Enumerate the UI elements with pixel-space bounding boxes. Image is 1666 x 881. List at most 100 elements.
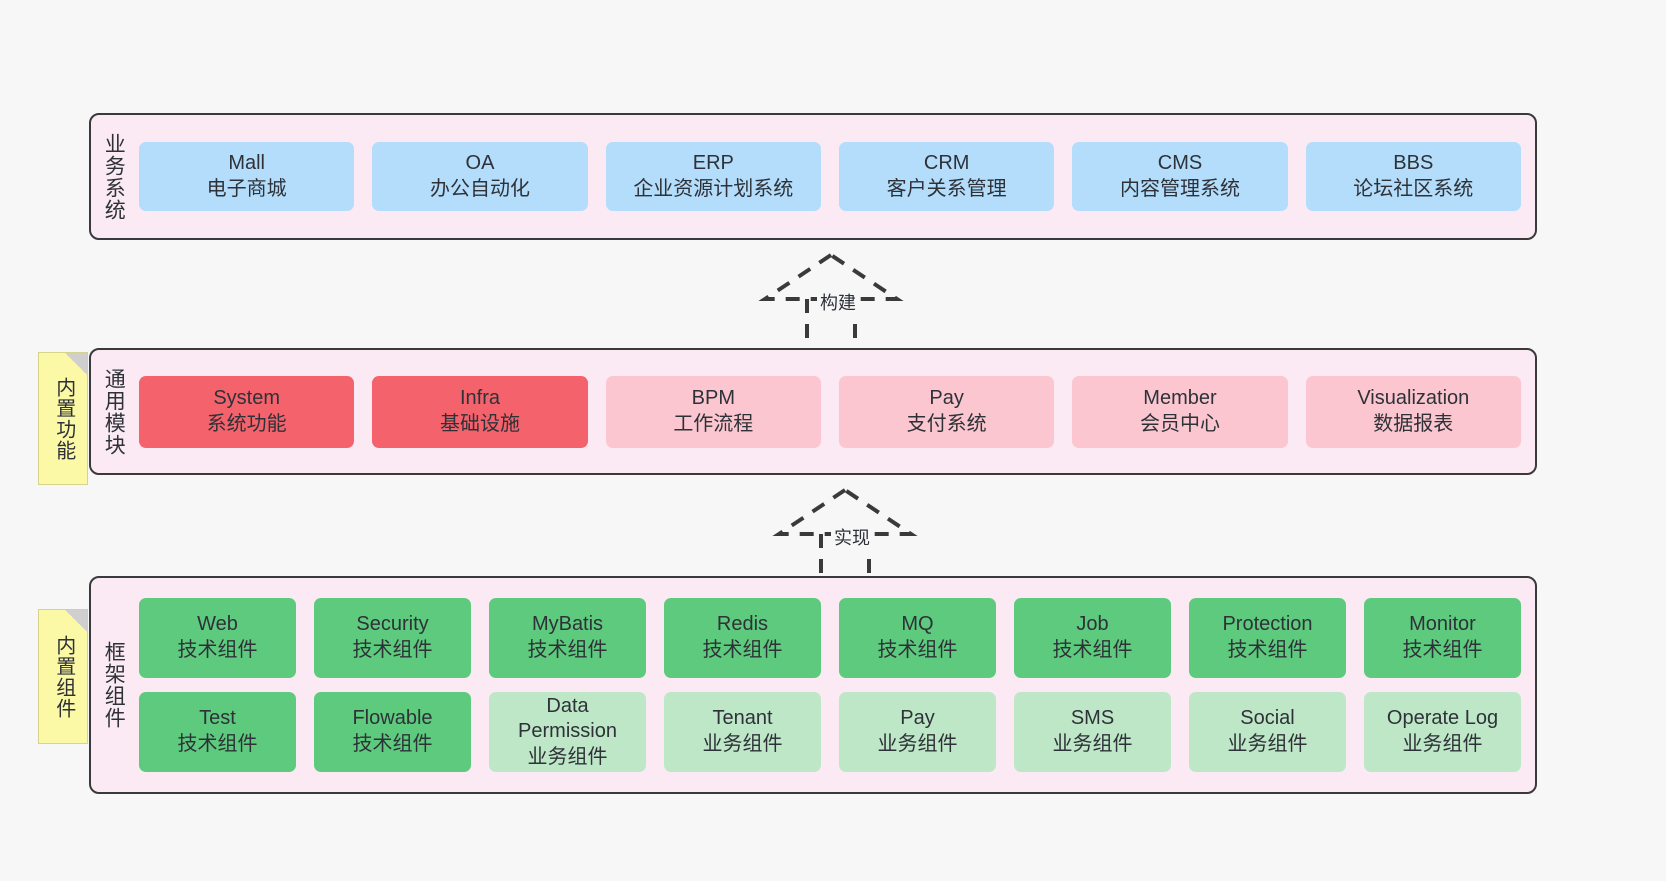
node-tenant[interactable]: Tenant 业务组件 bbox=[664, 692, 821, 772]
node-redis[interactable]: Redis 技术组件 bbox=[664, 598, 821, 678]
note-label: 内置组件 bbox=[52, 634, 75, 719]
node-bpm[interactable]: BPM 工作流程 bbox=[605, 375, 821, 448]
layer-title-common-module: 通用模块 bbox=[102, 367, 126, 456]
node-label-en: Pay bbox=[900, 707, 935, 730]
node-social[interactable]: Social 业务组件 bbox=[1189, 692, 1346, 772]
node-erp[interactable]: ERP 企业资源计划系统 bbox=[605, 142, 821, 211]
node-label-en: Tenant bbox=[712, 707, 773, 730]
node-sms[interactable]: SMS 业务组件 bbox=[1014, 692, 1171, 772]
node-label-cn: 技术组件 bbox=[352, 639, 433, 661]
connector-build: 构建 bbox=[757, 249, 905, 344]
connector-label-implement: 实现 bbox=[831, 524, 873, 550]
node-label-en: SMS bbox=[1070, 707, 1115, 730]
node-label-en: Data Permission bbox=[518, 694, 617, 743]
node-member[interactable]: Member 会员中心 bbox=[1072, 375, 1288, 448]
node-label-cn: 企业资源计划系统 bbox=[633, 177, 794, 200]
node-label-cn: 技术组件 bbox=[1052, 639, 1133, 661]
node-label-en: ERP bbox=[692, 151, 734, 174]
node-row: System 系统功能 Infra 基础设施 BPM 工作流程 Pay 支付系统… bbox=[139, 375, 1521, 448]
node-row: Test 技术组件 Flowable 技术组件 Data Permission … bbox=[139, 692, 1521, 772]
node-label-en: Redis bbox=[716, 613, 769, 636]
node-label-en: Social bbox=[1240, 707, 1295, 730]
node-security[interactable]: Security 技术组件 bbox=[314, 598, 471, 678]
node-pay[interactable]: Pay 支付系统 bbox=[838, 375, 1055, 448]
node-label-cn: 支付系统 bbox=[906, 412, 987, 435]
node-row: Web 技术组件 Security 技术组件 MyBatis 技术组件 Redi… bbox=[139, 598, 1521, 678]
node-label-en: CMS bbox=[1157, 151, 1203, 174]
note-label: 内置功能 bbox=[52, 376, 75, 461]
node-label-en: Visualization bbox=[1357, 386, 1470, 409]
node-label-cn: 业务组件 bbox=[1052, 733, 1133, 755]
node-label-en: Operate Log bbox=[1386, 707, 1499, 730]
node-label-cn: 技术组件 bbox=[1227, 639, 1308, 661]
connector-implement: 实现 bbox=[771, 484, 919, 579]
node-cms[interactable]: CMS 内容管理系统 bbox=[1072, 142, 1288, 211]
node-label-cn: 技术组件 bbox=[352, 733, 433, 755]
node-label-cn: 数据报表 bbox=[1373, 412, 1454, 435]
note-fold-corner-icon bbox=[65, 353, 87, 375]
node-data-permission[interactable]: Data Permission 业务组件 bbox=[489, 692, 646, 772]
node-monitor[interactable]: Monitor 技术组件 bbox=[1364, 598, 1521, 678]
node-flowable[interactable]: Flowable 技术组件 bbox=[314, 692, 471, 772]
layer-business-system: 业务系统 Mall 电子商城 OA 办公自动化 ERP 企业资源计划系统 CRM… bbox=[89, 113, 1537, 240]
node-label-cn: 技术组件 bbox=[1402, 639, 1483, 661]
node-protection[interactable]: Protection 技术组件 bbox=[1189, 598, 1346, 678]
node-label-en: MQ bbox=[901, 613, 934, 636]
node-label-en: Monitor bbox=[1409, 613, 1476, 636]
node-label-en: Infra bbox=[459, 386, 500, 409]
node-label-en: Job bbox=[1076, 613, 1109, 636]
node-label-cn: 技术组件 bbox=[702, 639, 783, 661]
layer-body-common-module: System 系统功能 Infra 基础设施 BPM 工作流程 Pay 支付系统… bbox=[135, 350, 1535, 473]
node-label-en: Pay bbox=[929, 386, 964, 409]
node-label-en: Web bbox=[197, 613, 238, 636]
node-infra[interactable]: Infra 基础设施 bbox=[372, 375, 588, 448]
node-label-cn: 内容管理系统 bbox=[1119, 177, 1240, 200]
node-pay-component[interactable]: Pay 业务组件 bbox=[839, 692, 996, 772]
node-label-cn: 技术组件 bbox=[527, 639, 608, 661]
node-label-en: OA bbox=[465, 151, 495, 174]
node-label-cn: 电子商城 bbox=[206, 177, 287, 200]
node-mall[interactable]: Mall 电子商城 bbox=[139, 142, 355, 211]
node-mq[interactable]: MQ 技术组件 bbox=[839, 598, 996, 678]
node-label-cn: 客户关系管理 bbox=[886, 177, 1007, 200]
node-label-cn: 基础设施 bbox=[439, 412, 520, 435]
layer-framework-component: 框架组件 Web 技术组件 Security 技术组件 MyBatis 技术组件… bbox=[89, 576, 1537, 794]
node-test[interactable]: Test 技术组件 bbox=[139, 692, 296, 772]
node-operate-log[interactable]: Operate Log 业务组件 bbox=[1364, 692, 1521, 772]
note-builtin-component: 内置组件 bbox=[38, 609, 88, 744]
connector-label-build: 构建 bbox=[817, 289, 859, 315]
node-label-cn: 业务组件 bbox=[527, 745, 608, 768]
node-bbs[interactable]: BBS 论坛社区系统 bbox=[1305, 142, 1521, 211]
node-mybatis[interactable]: MyBatis 技术组件 bbox=[489, 598, 646, 678]
node-label-en: MyBatis bbox=[531, 613, 604, 636]
node-label-cn: 技术组件 bbox=[177, 733, 258, 755]
node-label-en: Flowable bbox=[352, 707, 433, 730]
node-crm[interactable]: CRM 客户关系管理 bbox=[838, 142, 1055, 211]
node-label-en: System bbox=[213, 386, 280, 409]
node-label-cn: 工作流程 bbox=[673, 412, 754, 435]
node-visualization[interactable]: Visualization 数据报表 bbox=[1305, 375, 1521, 448]
layer-title-framework-component: 框架组件 bbox=[102, 641, 126, 729]
node-label-cn: 业务组件 bbox=[702, 733, 783, 755]
node-label-en: Security bbox=[356, 613, 429, 636]
layer-body-framework-component: Web 技术组件 Security 技术组件 MyBatis 技术组件 Redi… bbox=[135, 578, 1535, 792]
node-row: Mall 电子商城 OA 办公自动化 ERP 企业资源计划系统 CRM 客户关系… bbox=[139, 142, 1521, 211]
layer-common-module: 通用模块 System 系统功能 Infra 基础设施 BPM 工作流程 Pay… bbox=[89, 348, 1537, 475]
node-system[interactable]: System 系统功能 bbox=[139, 375, 355, 448]
layer-title-business-system: 业务系统 bbox=[102, 132, 126, 221]
node-label-en: Mall bbox=[228, 151, 265, 174]
node-label-cn: 业务组件 bbox=[1402, 733, 1483, 755]
node-label-en: BBS bbox=[1393, 151, 1434, 174]
node-label-cn: 论坛社区系统 bbox=[1353, 177, 1474, 200]
note-fold-corner-icon bbox=[65, 610, 87, 632]
node-label-en: Member bbox=[1143, 386, 1217, 409]
note-builtin-function: 内置功能 bbox=[38, 352, 88, 485]
node-oa[interactable]: OA 办公自动化 bbox=[372, 142, 588, 211]
node-label-cn: 技术组件 bbox=[877, 639, 958, 661]
node-label-cn: 业务组件 bbox=[877, 733, 958, 755]
node-job[interactable]: Job 技术组件 bbox=[1014, 598, 1171, 678]
node-label-cn: 办公自动化 bbox=[429, 177, 530, 200]
node-label-en: BPM bbox=[691, 386, 735, 409]
node-web[interactable]: Web 技术组件 bbox=[139, 598, 296, 678]
